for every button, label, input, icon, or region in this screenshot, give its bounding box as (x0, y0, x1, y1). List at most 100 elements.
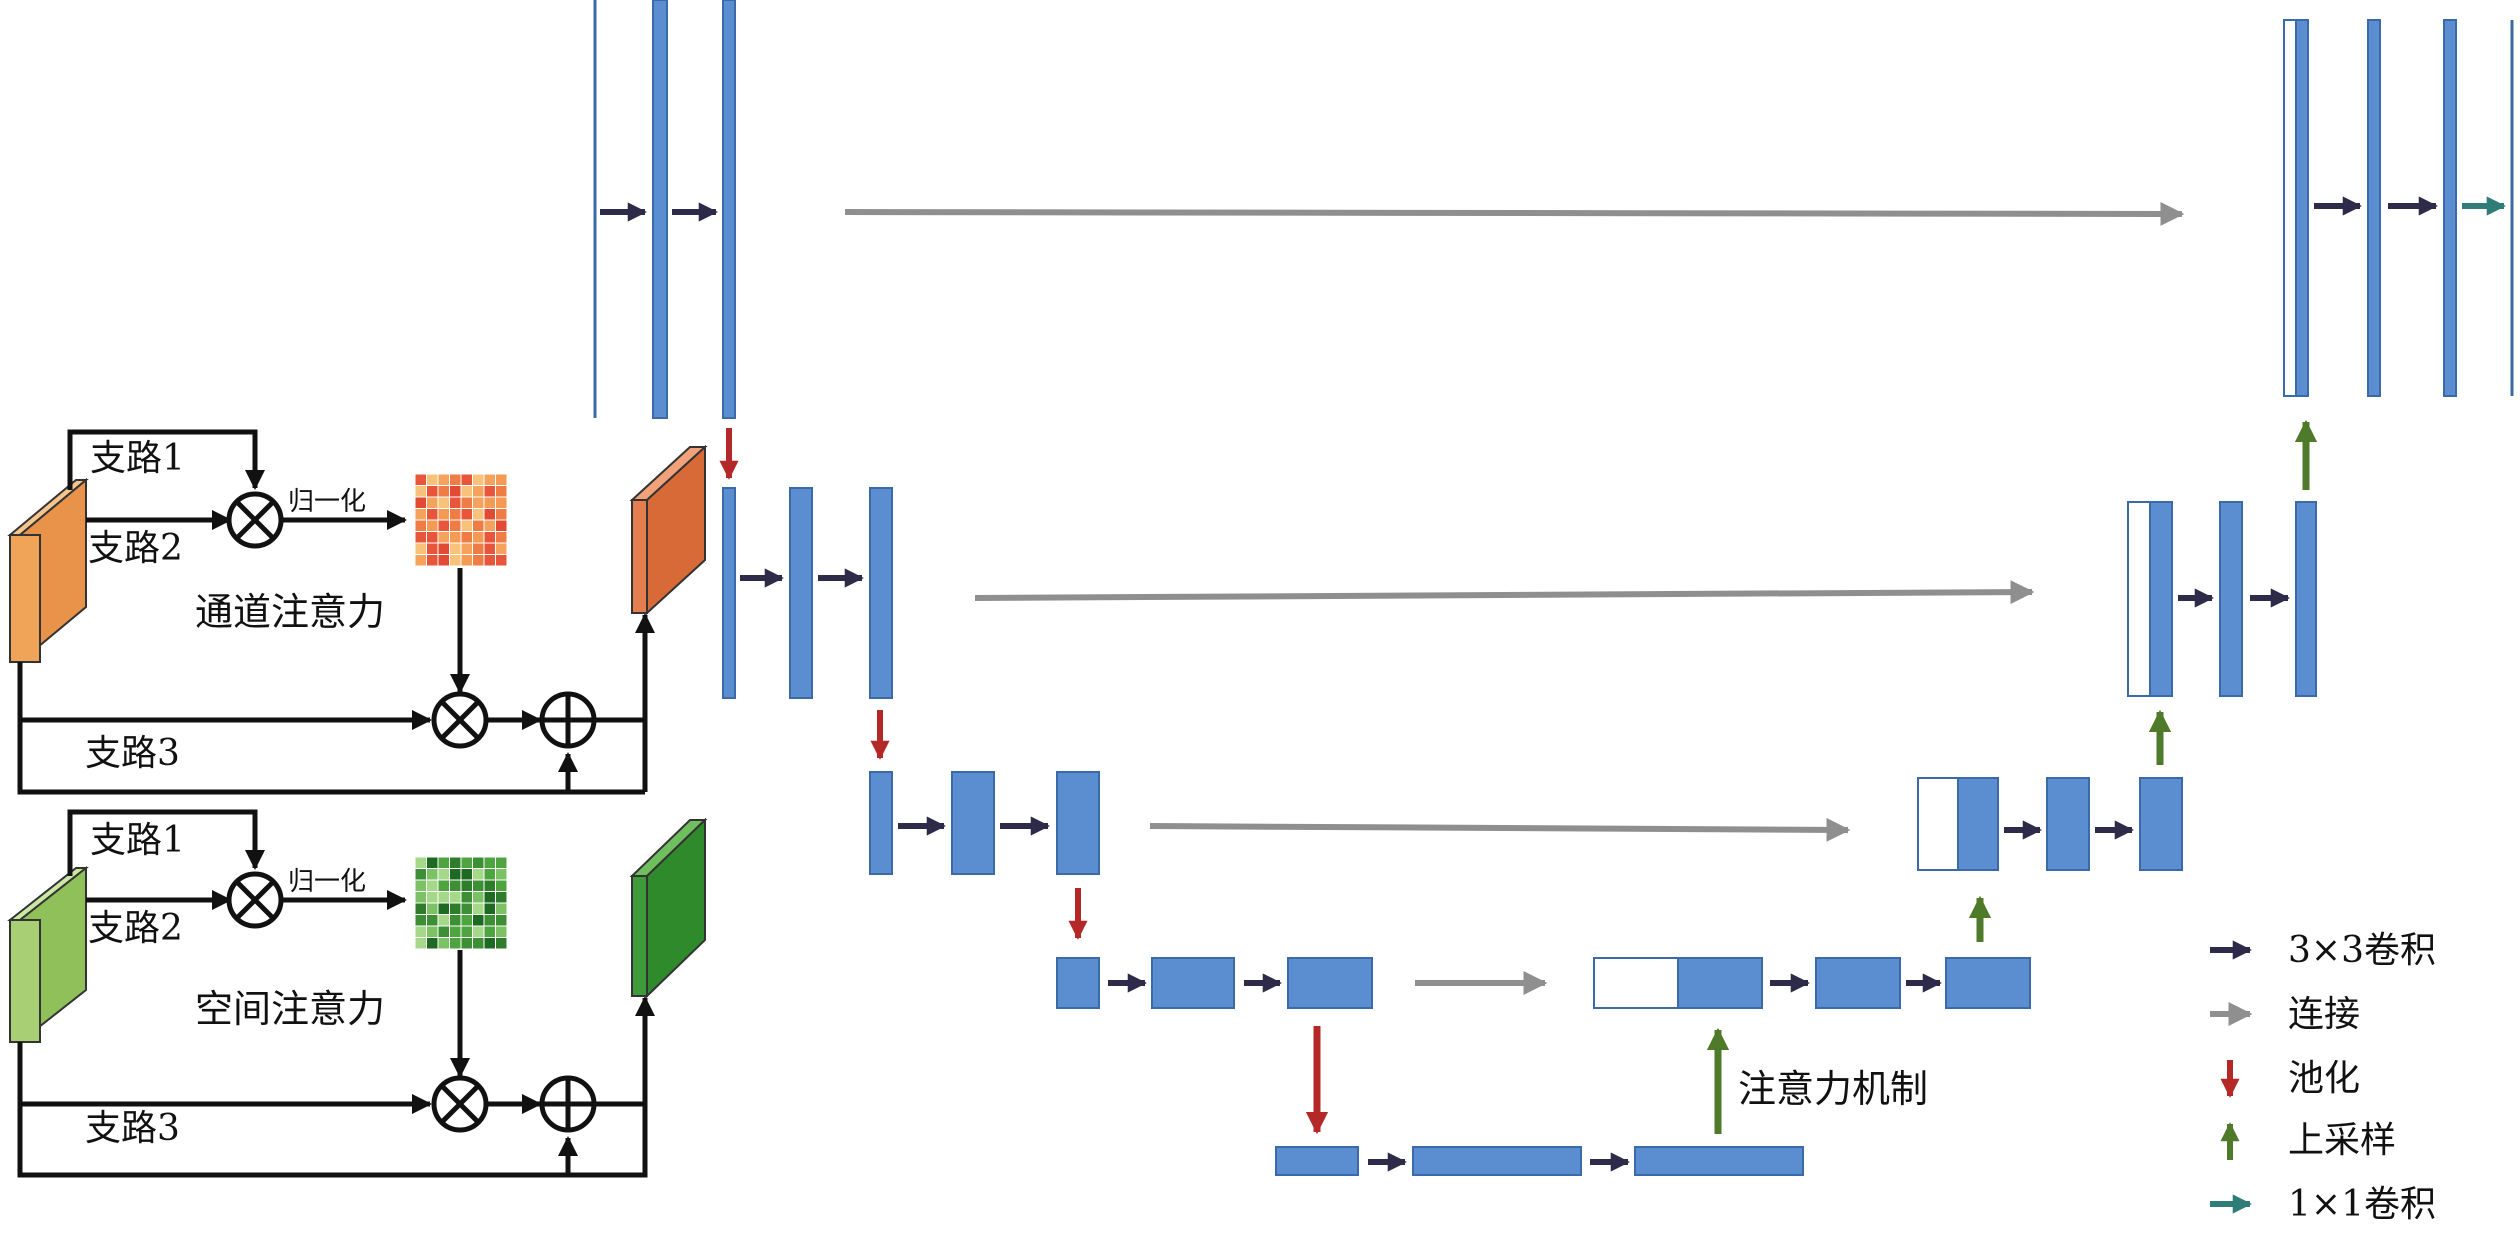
spatial-output-line (594, 996, 655, 1107)
enc4-block-3 (1287, 957, 1373, 1009)
spatial-add-node (539, 1075, 597, 1133)
legend: 3×3卷积 连接 池化 上采样 1×1卷积 (2210, 930, 2436, 1225)
heatmap-cell (495, 937, 508, 950)
dec2-concat-blue (2149, 501, 2173, 697)
heatmap-cell (472, 925, 485, 938)
dec3-concat-white (1917, 777, 1959, 871)
heatmap-cell (449, 496, 462, 509)
heatmap-cell (437, 508, 450, 521)
legend-conv-label: 3×3卷积 (2288, 930, 2436, 971)
heatmap-cell (495, 519, 508, 532)
heatmap-cell (460, 531, 473, 544)
enc1-block-2 (722, 0, 736, 419)
heatmap-cell (483, 508, 496, 521)
heatmap-cell (472, 868, 485, 881)
add-node-1 (539, 691, 597, 749)
dec4-concat-blue (1677, 957, 1763, 1009)
heatmap-cell (495, 914, 508, 927)
heatmap-cell (426, 473, 439, 486)
heatmap-cell (449, 891, 462, 904)
heatmap-cell (495, 554, 508, 567)
heatmap-cell (414, 902, 427, 915)
heatmap-cell (472, 902, 485, 915)
heatmap-cell (472, 508, 485, 521)
channel-branch1-label: 支路1 (90, 438, 185, 479)
heatmap-cell (460, 902, 473, 915)
dec3-block-3 (2139, 777, 2183, 871)
spatial-multiply-node-1 (226, 871, 284, 929)
heatmap-cell (437, 473, 450, 486)
heatmap-cell (495, 542, 508, 555)
heatmap-cell (483, 531, 496, 544)
heatmap-cell (449, 868, 462, 881)
heatmap-cell (414, 868, 427, 881)
enc3-block-3 (1056, 771, 1100, 875)
heatmap-cell (472, 542, 485, 555)
heatmap-cell (472, 879, 485, 892)
heatmap-cell (483, 542, 496, 555)
heatmap-cell (495, 902, 508, 915)
spatial-branch3-label: 支路3 (85, 1108, 180, 1149)
multiply-node-1 (226, 491, 284, 549)
heatmap-cell (472, 856, 485, 869)
heatmap-cell (483, 902, 496, 915)
heatmap-cell (414, 914, 427, 927)
dec1-block-3 (2443, 19, 2457, 397)
heatmap-cell (449, 554, 462, 567)
legend-pool-label: 池化 (2288, 1058, 2360, 1099)
enc2-block-3 (869, 487, 893, 699)
bottleneck-block-1 (1275, 1146, 1359, 1176)
dec4-concat-white (1593, 957, 1679, 1009)
heatmap-cell (472, 891, 485, 904)
heatmap-cell (437, 485, 450, 498)
heatmap-cell (437, 879, 450, 892)
heatmap-cell (426, 902, 439, 915)
dec2-concat-white (2127, 501, 2151, 697)
heatmap-cell (449, 902, 462, 915)
heatmap-cell (414, 485, 427, 498)
heatmap-cell (483, 519, 496, 532)
heatmap-cell (426, 554, 439, 567)
heatmap-cell (483, 914, 496, 927)
heatmap-cell (483, 925, 496, 938)
channel-input-block (7, 477, 89, 665)
heatmap-cell (426, 542, 439, 555)
spatial-attention-module: 支路1 支路2 归一化 空间注意力 支路3 (7, 809, 708, 1178)
heatmap-cell (495, 496, 508, 509)
heatmap-cell (414, 937, 427, 950)
heatmap-cell (460, 925, 473, 938)
heatmap-cell (460, 496, 473, 509)
spatial-input-block (7, 865, 89, 1045)
spatial-residual-line (17, 1104, 578, 1178)
heatmap-cell (460, 937, 473, 950)
heatmap-cell (437, 891, 450, 904)
heatmap-cell (414, 542, 427, 555)
spatial-output-block (629, 817, 708, 999)
heatmap-cell (472, 496, 485, 509)
spatial-multiply-node-2 (431, 1075, 489, 1133)
heatmap-cell (426, 856, 439, 869)
multiply-node-2 (431, 691, 489, 749)
heatmap-cell (495, 868, 508, 881)
heatmap-cell (449, 531, 462, 544)
heatmap-cell (460, 554, 473, 567)
attention-mechanism-label: 注意力机制 (1738, 1067, 1928, 1111)
heatmap-cell (414, 925, 427, 938)
channel-normalize-label: 归一化 (288, 487, 366, 517)
channel-attention-heatmap (414, 473, 508, 567)
dec3-concat-blue (1957, 777, 1999, 871)
spatial-attention-heatmap (414, 856, 508, 950)
heatmap-cell (472, 519, 485, 532)
heatmap-cell (472, 473, 485, 486)
spatial-normalize-label: 归一化 (288, 867, 366, 897)
heatmap-cell (495, 473, 508, 486)
enc4-block-2 (1151, 957, 1235, 1009)
heatmap-cell (472, 531, 485, 544)
heatmap-cell (495, 485, 508, 498)
heatmap-cell (449, 914, 462, 927)
channel-branch2-label: 支路2 (88, 528, 183, 569)
residual-line (17, 720, 578, 795)
heatmap-cell (437, 925, 450, 938)
branch1-line (67, 429, 265, 490)
